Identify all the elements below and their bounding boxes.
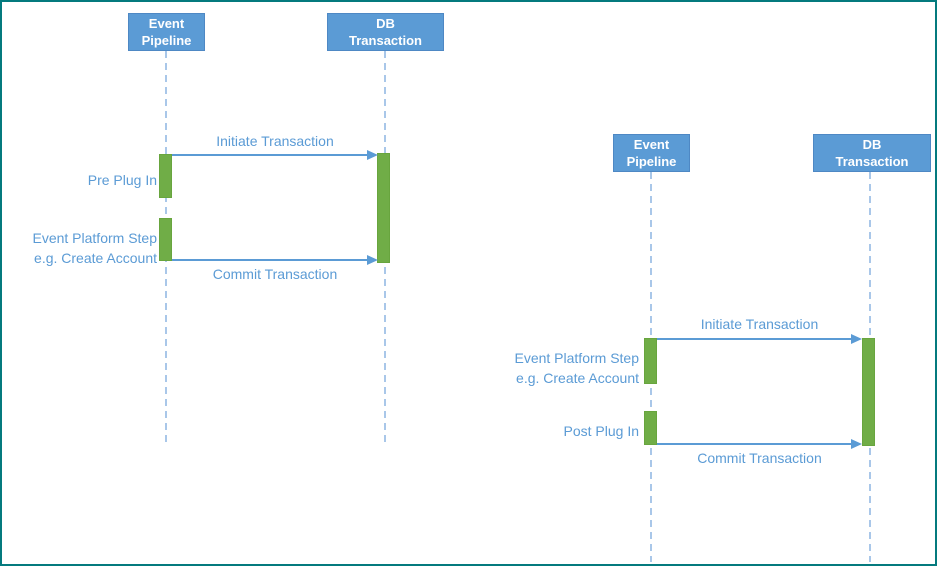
message-label-commit-transaction: Commit Transaction xyxy=(212,266,338,282)
activation-bar-pre-plug-in xyxy=(159,154,172,198)
actor-label-line2: Transaction xyxy=(835,154,909,169)
arrow-line xyxy=(657,443,853,445)
actor-label-line2: Pipeline xyxy=(626,154,677,169)
actor-box-db-transaction: DB Transaction xyxy=(813,134,931,172)
actor-label-line2: Transaction xyxy=(349,33,422,48)
activation-bar-db-transaction xyxy=(377,153,390,263)
actor-label-line1: Event xyxy=(148,16,185,31)
step-label-line1: Event Platform Step xyxy=(32,230,157,246)
activation-bar-event-platform-step xyxy=(159,218,172,261)
message-arrow-initiate-transaction xyxy=(172,150,378,160)
step-label-line1: Pre Plug In xyxy=(87,172,157,188)
message-label-initiate-transaction: Initiate Transaction xyxy=(700,316,819,332)
message-label-commit-transaction: Commit Transaction xyxy=(697,450,822,466)
step-label-event-platform-step: Event Platform Step e.g. Create Account xyxy=(10,228,157,268)
step-label-line1: Post Plug In xyxy=(563,423,640,439)
step-label-event-platform-step: Event Platform Step e.g. Create Account xyxy=(492,348,639,388)
activation-bar-event-platform-step xyxy=(644,338,657,384)
actor-label-line1: Event xyxy=(633,137,670,152)
arrow-right-icon xyxy=(367,150,378,160)
message-arrow-commit-transaction xyxy=(172,255,378,265)
step-label-line1: Event Platform Step xyxy=(514,350,639,366)
actor-label-line1: DB xyxy=(862,137,882,152)
arrow-line xyxy=(172,154,369,156)
step-label-post-plug-in: Post Plug In xyxy=(504,421,640,441)
activation-bar-post-plug-in xyxy=(644,411,657,445)
actor-box-db-transaction: DB Transaction xyxy=(327,13,444,51)
actor-box-event-pipeline: Event Pipeline xyxy=(613,134,690,172)
step-label-line2: e.g. Create Account xyxy=(516,370,639,386)
arrow-line xyxy=(657,338,853,340)
arrow-right-icon xyxy=(367,255,378,265)
arrow-line xyxy=(172,259,369,261)
actor-label-line1: DB xyxy=(376,16,395,31)
activation-bar-db-transaction xyxy=(862,338,875,446)
message-label-initiate-transaction: Initiate Transaction xyxy=(216,133,334,149)
actor-label-line2: Pipeline xyxy=(141,33,192,48)
arrow-right-icon xyxy=(851,439,862,449)
step-label-line2: e.g. Create Account xyxy=(34,250,157,266)
actor-box-event-pipeline: Event Pipeline xyxy=(128,13,205,51)
step-label-pre-plug-in: Pre Plug In xyxy=(22,170,157,190)
arrow-right-icon xyxy=(851,334,862,344)
message-arrow-initiate-transaction xyxy=(657,334,862,344)
message-arrow-commit-transaction xyxy=(657,439,862,449)
